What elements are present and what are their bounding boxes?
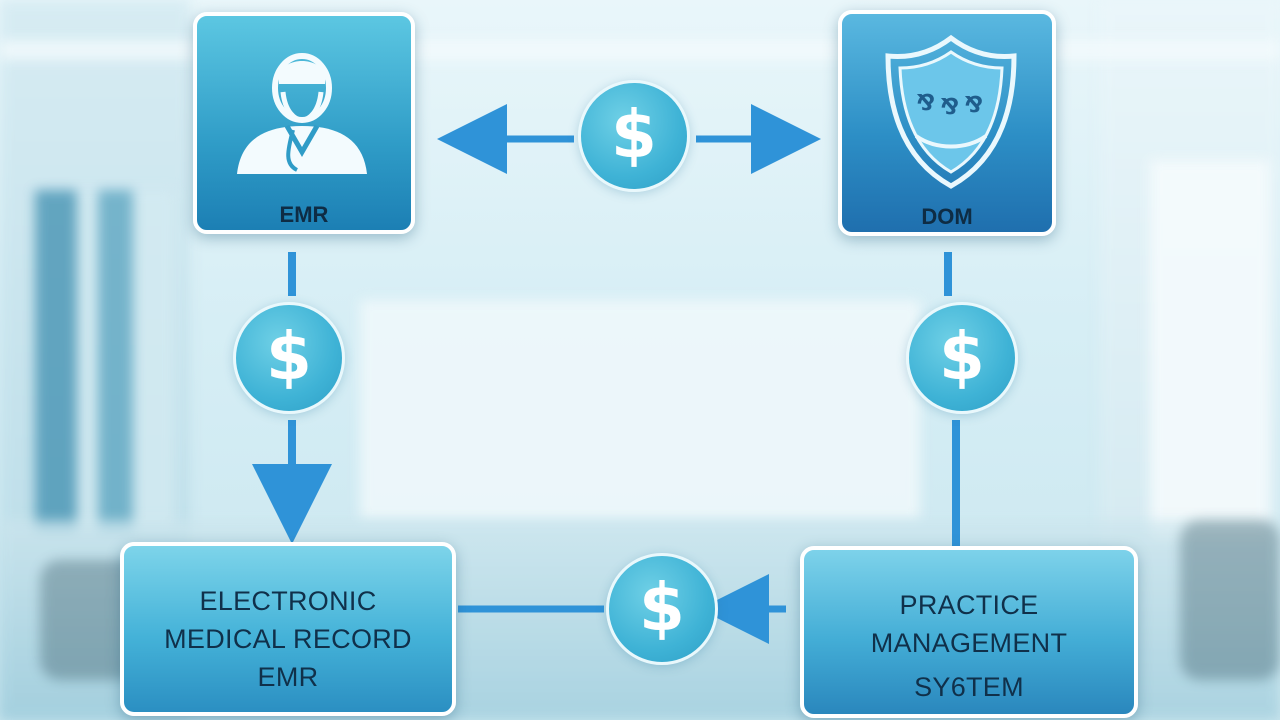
emr-line-2: MEDICAL RECORD [164, 624, 412, 654]
dom-label: DOM [921, 204, 973, 229]
dom-node: ⅋⅋⅋ DOM [838, 10, 1056, 236]
pms-text: PRACTICE MANAGEMENT SY6TEM [804, 586, 1134, 706]
dollar-coin-icon-right: $ [906, 302, 1018, 414]
svg-text:⅋: ⅋ [964, 93, 983, 118]
dollar-coin-icon-top: $ [578, 80, 690, 192]
pms-line-1: PRACTICE [899, 590, 1039, 620]
emr-line-1: ELECTRONIC [199, 586, 377, 616]
shield-icon: ⅋⅋⅋ [885, 34, 1017, 189]
svg-text:⅋: ⅋ [916, 91, 935, 116]
emr-node: EMR [193, 12, 415, 234]
dollar-coin-icon-left: $ [233, 302, 345, 414]
dollar-coin-icon-bottom: $ [606, 553, 718, 665]
svg-text:⅋: ⅋ [940, 95, 959, 120]
emr-text: ELECTRONIC MEDICAL RECORD EMR [124, 582, 452, 696]
pms-line-3: SY6TEM [914, 672, 1024, 702]
pms-line-2: MANAGEMENT [870, 628, 1068, 658]
practice-management-system-node: PRACTICE MANAGEMENT SY6TEM [800, 546, 1138, 718]
doctor-icon [237, 53, 367, 174]
electronic-medical-record-node: ELECTRONIC MEDICAL RECORD EMR [120, 542, 456, 716]
emr-line-3: EMR [257, 662, 319, 692]
emr-label: EMR [279, 202, 329, 227]
